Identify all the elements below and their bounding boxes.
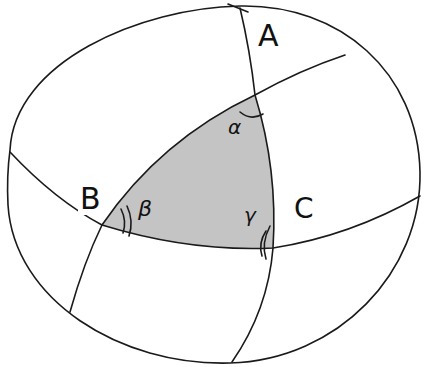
vertex-label: C	[292, 194, 316, 224]
great-circle	[232, 8, 274, 362]
angle-arc	[264, 226, 270, 259]
great-circle	[10, 152, 420, 249]
angle-label: β	[136, 197, 154, 221]
angle-arc	[240, 112, 263, 117]
angle-arc	[127, 206, 131, 236]
pole-tick	[228, 4, 248, 12]
great-circle	[70, 55, 345, 312]
vertex-label: A	[256, 20, 281, 52]
vertex-label: B	[78, 183, 103, 215]
angle-label: α	[226, 116, 243, 138]
angle-label: γ	[242, 204, 258, 226]
spherical-triangle	[102, 95, 274, 249]
sphere-outline	[8, 6, 420, 363]
angle-arc	[121, 209, 125, 233]
